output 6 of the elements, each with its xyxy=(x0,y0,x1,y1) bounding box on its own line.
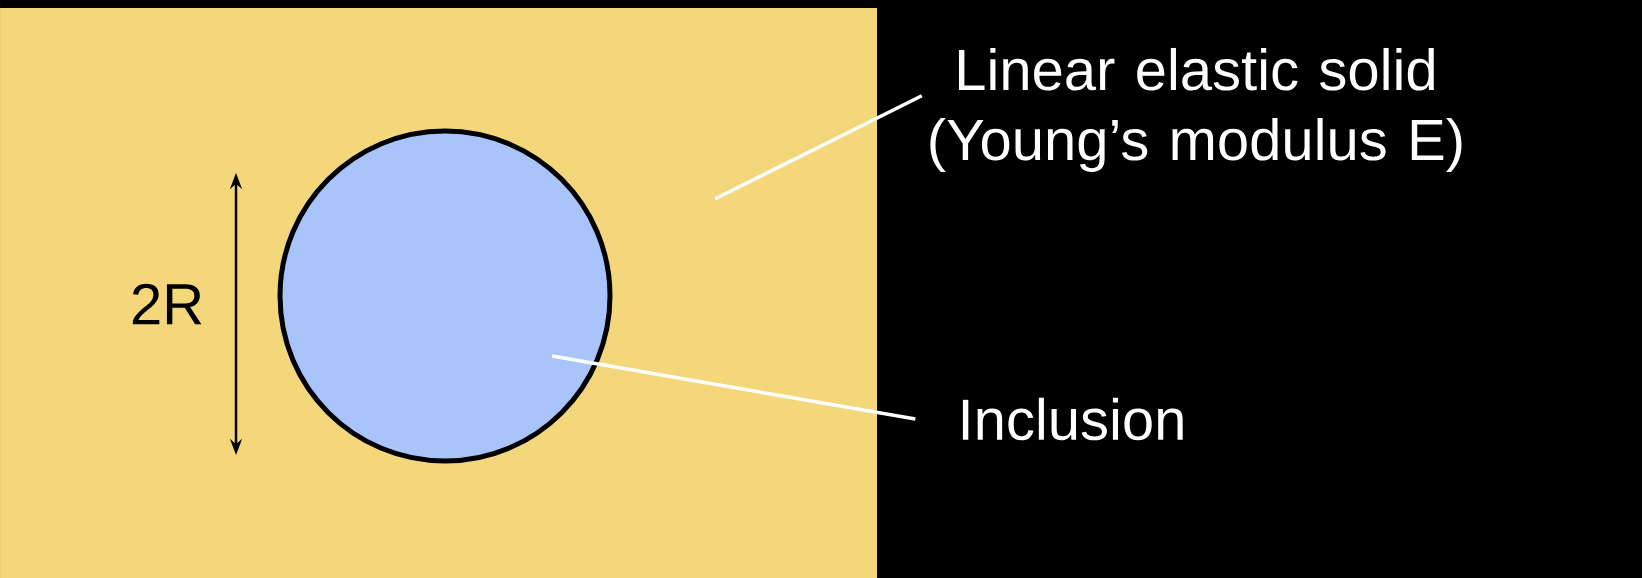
leader-line xyxy=(551,354,916,421)
callout-text: Linear elastic solid (Young’s modulus E) xyxy=(930,47,1462,172)
callout-text: Inclusion xyxy=(962,397,1183,441)
dimension-label: 2R xyxy=(132,283,202,325)
leader-line xyxy=(714,94,923,201)
inclusion-circle xyxy=(277,128,613,464)
